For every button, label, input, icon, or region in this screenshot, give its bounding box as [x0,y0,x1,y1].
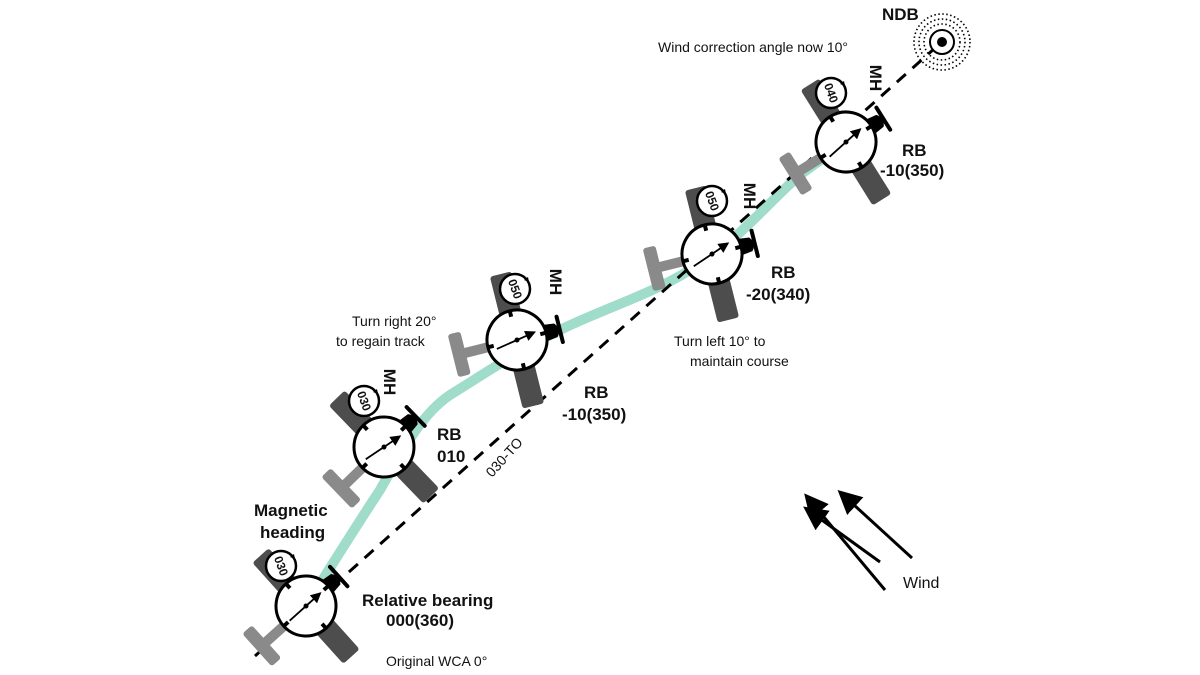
turn-left-note-line1: Turn left 10° to [674,333,766,349]
relative-bearing-title: RB [771,263,796,282]
aircraft-station: 030 MH RB 010 [322,369,465,508]
tail-icon [779,152,812,195]
aircraft-station: 050 MH RB -10(350) [448,269,626,424]
relative-bearing-value: -20(340) [746,285,810,304]
relative-bearing-value: 010 [437,447,465,466]
magnetic-heading-value: 030 [271,554,291,578]
magnetic-heading-value: 050 [702,189,722,213]
turn-left-note-line2: maintain course [690,353,789,369]
bearing-needle-icon [693,242,730,268]
aircraft-station: 050 MH RB -20(340) [643,183,810,323]
tail-icon [643,246,666,291]
relative-bearing-title: Relative bearing [362,591,493,610]
magnetic-heading-label-line1: Magnetic [254,501,328,520]
magnetic-heading-dial: 030 [264,549,298,583]
magnetic-heading-dial: 030 [347,384,381,418]
airplane-icon [643,185,760,323]
aircraft-station: 040 MH RB-10(350) [779,65,944,205]
turn-right-note-line2: to regain track [336,333,426,349]
mh-label: MH [380,369,399,395]
bearing-needle-icon [496,330,537,350]
mh-label: MH [740,183,759,209]
tail-icon [243,626,281,666]
wind-label: Wind [903,575,939,592]
ndb-label: NDB [882,5,919,24]
magnetic-heading-value: 050 [505,277,525,301]
wca-now-note: Wind correction angle now 10° [658,39,848,55]
magnetic-heading-label-line2: heading [260,523,325,542]
mh-label: MH [546,269,565,295]
magnetic-heading-dial: 050 [695,184,729,218]
relative-bearing-title: RB [437,425,462,444]
bearing-needle-icon [829,128,862,158]
mh-label: MH [866,65,885,91]
propeller-icon [554,314,565,344]
airplane-icon [448,271,565,409]
relative-bearing-value: -10(350) [880,161,944,180]
original-wca-note: Original WCA 0° [386,653,487,669]
propeller-icon [327,564,350,589]
tail-icon [322,469,360,508]
relative-bearing-value: 000(360) [386,611,454,630]
magnetic-heading-value: 030 [354,389,374,413]
relative-bearing-title: RB [584,383,609,402]
tail-icon [448,332,471,377]
wind-arrows-icon [803,489,914,591]
bearing-needle-icon [289,592,322,622]
magnetic-heading-value: 040 [821,81,841,105]
magnetic-heading-dial: 050 [498,272,532,306]
propeller-icon [404,405,427,428]
course-label: 030-TO [482,434,526,480]
propeller-icon [874,105,893,132]
airplane-icon [779,79,893,205]
relative-bearing-value: -10(350) [562,405,626,424]
magnetic-heading-dial: 040 [814,76,848,110]
turn-right-note-line1: Turn right 20° [352,313,436,329]
ndb-station-icon [913,13,971,71]
propeller-icon [749,228,760,258]
bearing-needle-icon [365,435,402,461]
airplane-icon [243,549,359,666]
airplane-icon [322,391,438,508]
relative-bearing-title: RB [902,141,927,160]
